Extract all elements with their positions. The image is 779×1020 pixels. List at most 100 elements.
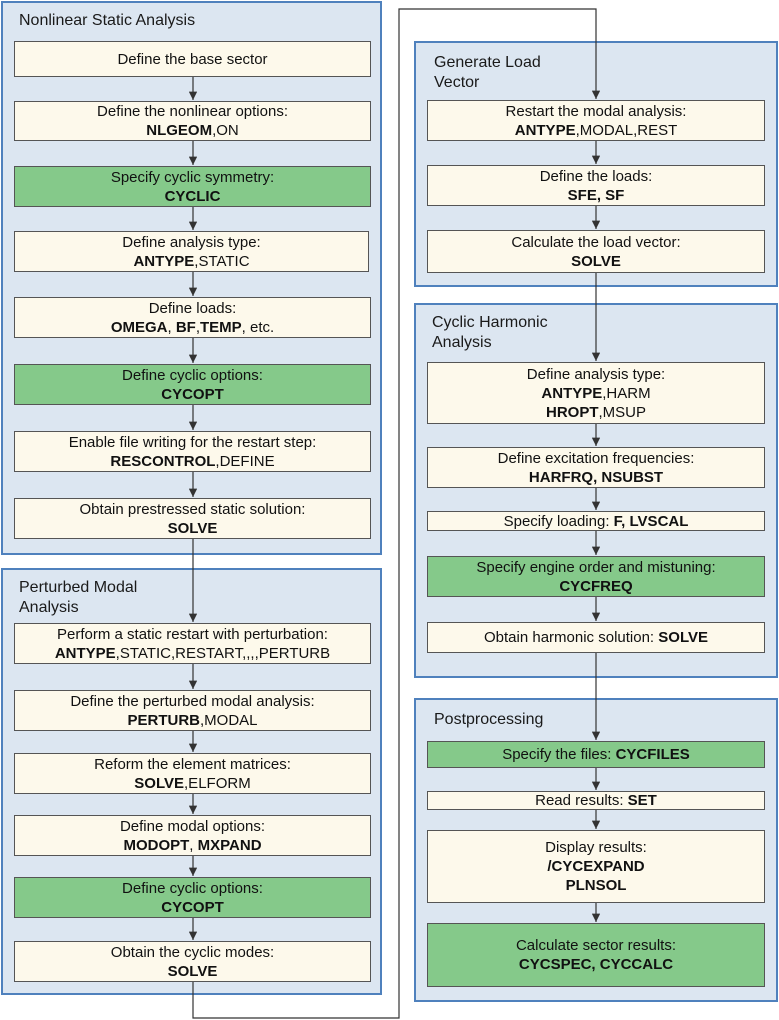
command-name: SET xyxy=(627,792,657,809)
step-label: Calculate the load vector: xyxy=(511,233,681,251)
step-label: Define excitation frequencies: xyxy=(497,449,695,467)
step-label: Define the perturbed modal analysis: xyxy=(70,692,315,710)
group-title: Generate Load Vector xyxy=(434,54,541,91)
step-calculate-load-vector: Calculate the load vector: SOLVE xyxy=(427,230,765,273)
command-name: /CYCEXPAND xyxy=(547,858,645,875)
step-define-nonlinear-options: Define the nonlinear options: NLGEOM,ON xyxy=(14,101,371,141)
command-args: ,STATIC xyxy=(194,252,250,270)
step-label: Obtain harmonic solution: xyxy=(484,629,659,646)
crossover-connector xyxy=(192,8,601,1019)
step-label: Enable file writing for the restart step… xyxy=(68,433,317,451)
command-name: HROPT xyxy=(545,403,599,421)
command-name: TEMP xyxy=(200,318,242,336)
command-name: SFE, SF xyxy=(567,186,625,204)
command-args: ,ON xyxy=(212,122,239,139)
step-define-modal-options: Define modal options: MODOPT, MXPAND xyxy=(14,815,371,856)
group-title: Nonlinear Static Analysis xyxy=(19,12,196,29)
step-label: Define loads: xyxy=(148,299,237,317)
command-name: ANTYPE xyxy=(54,644,116,662)
command-name: MODOPT xyxy=(123,836,190,854)
step-enable-file-writing: Enable file writing for the restart step… xyxy=(14,431,371,472)
step-label: Specify engine order and mistuning: xyxy=(476,558,716,576)
command-name: SOLVE xyxy=(167,962,218,980)
step-specify-loading: Specify loading: F, LVSCAL xyxy=(427,511,765,531)
step-label: Specify loading: xyxy=(503,512,614,530)
step-label: Define the base sector xyxy=(117,50,268,68)
command-name: OMEGA xyxy=(110,318,168,336)
command-name: MXPAND xyxy=(197,836,262,854)
command-name: NLGEOM xyxy=(146,122,213,139)
command-name: CYCOPT xyxy=(161,385,224,403)
separator: , xyxy=(189,836,198,854)
command-name: SOLVE xyxy=(571,252,621,270)
step-specify-cyclic-symmetry: Specify cyclic symmetry: CYCLIC xyxy=(14,166,371,207)
command-name: PLNSOL xyxy=(565,877,627,894)
command-name: ANTYPE xyxy=(541,384,603,402)
step-obtain-static-solution: Obtain prestressed static solution: SOLV… xyxy=(14,498,371,539)
step-define-analysis-type-harm: Define analysis type: ANTYPE,HARM HROPT,… xyxy=(427,362,765,424)
step-label: Read results: xyxy=(535,792,628,809)
command-name: CYCOPT xyxy=(161,898,224,916)
command-args: ,MODAL xyxy=(200,711,258,729)
command-args: ,STATIC,RESTART,,,,PERTURB xyxy=(115,644,331,662)
separator: , xyxy=(195,318,200,336)
step-define-perturbed-modal: Define the perturbed modal analysis: PER… xyxy=(14,690,371,731)
step-define-loads: Define loads: OMEGA, BF,TEMP, etc. xyxy=(14,297,371,338)
command-name: HARFRQ, NSUBST xyxy=(528,468,664,486)
step-label: Define cyclic options: xyxy=(122,879,263,897)
command-name: ANTYPE xyxy=(133,252,195,270)
step-obtain-cyclic-modes: Obtain the cyclic modes: SOLVE xyxy=(14,941,371,982)
step-label: Define the nonlinear options: xyxy=(97,103,288,120)
command-args: ,HARM xyxy=(602,384,651,402)
step-read-results: Read results: SET xyxy=(427,791,765,810)
step-label: Obtain the cyclic modes: xyxy=(110,943,275,961)
step-obtain-harmonic-solution: Obtain harmonic solution: SOLVE xyxy=(427,622,765,653)
step-label: Calculate sector results: xyxy=(515,937,677,954)
step-label: Define the loads: xyxy=(539,167,653,185)
step-label: Perform a static restart with perturbati… xyxy=(57,625,328,643)
command-name: RESCONTROL xyxy=(110,452,216,470)
group-title: Postprocessing xyxy=(434,711,544,728)
step-specify-engine-order: Specify engine order and mistuning: CYCF… xyxy=(427,556,765,597)
step-label: Define analysis type: xyxy=(526,365,666,383)
step-label: Display results: xyxy=(545,839,647,856)
step-label: Reform the element matrices: xyxy=(94,755,291,773)
step-reform-element-matrices: Reform the element matrices: SOLVE,ELFOR… xyxy=(14,753,371,794)
command-args: ,MSUP xyxy=(598,403,646,421)
step-define-the-loads: Define the loads: SFE, SF xyxy=(427,165,765,206)
command-name: SOLVE xyxy=(167,519,218,537)
step-define-analysis-type-static: Define analysis type: ANTYPE,STATIC xyxy=(14,231,369,272)
command-args: ,MODAL,REST xyxy=(575,121,678,139)
command-name: CYCFREQ xyxy=(559,577,633,595)
command-name: SOLVE xyxy=(658,629,708,646)
group-title: Perturbed Modal Analysis xyxy=(19,579,138,616)
command-name: ANTYPE xyxy=(514,121,576,139)
separator: , xyxy=(167,318,176,336)
command-name: CYCLIC xyxy=(164,187,221,205)
step-label: Define analysis type: xyxy=(122,233,261,251)
command-name: PERTURB xyxy=(127,711,200,729)
step-specify-files: Specify the files: CYCFILES xyxy=(427,741,765,768)
step-display-results: Display results: /CYCEXPAND PLNSOL xyxy=(427,830,765,903)
step-define-excitation-frequencies: Define excitation frequencies: HARFRQ, N… xyxy=(427,447,765,488)
step-label: Define modal options: xyxy=(119,817,266,835)
group-title: Cyclic Harmonic Analysis xyxy=(432,314,548,351)
command-name: SOLVE xyxy=(134,774,185,792)
step-define-cyclic-options-2: Define cyclic options: CYCOPT xyxy=(14,877,371,918)
step-label: Specify the files: xyxy=(502,746,616,763)
step-define-base-sector: Define the base sector xyxy=(14,41,371,77)
step-restart-modal-analysis: Restart the modal analysis: ANTYPE,MODAL… xyxy=(427,100,765,141)
step-label: Define cyclic options: xyxy=(122,366,263,384)
step-label: Obtain prestressed static solution: xyxy=(79,500,306,518)
command-args: ,DEFINE xyxy=(215,452,275,470)
step-static-restart-perturbation: Perform a static restart with perturbati… xyxy=(14,623,371,664)
command-args: ,ELFORM xyxy=(184,774,251,792)
command-name: BF xyxy=(175,318,196,336)
step-define-cyclic-options: Define cyclic options: CYCOPT xyxy=(14,364,371,405)
separator: , etc. xyxy=(241,318,275,336)
command-name: CYCFILES xyxy=(615,746,690,763)
step-calculate-sector-results: Calculate sector results: CYCSPEC, CYCCA… xyxy=(427,923,765,987)
step-label: Specify cyclic symmetry: xyxy=(110,168,275,186)
step-label: Restart the modal analysis: xyxy=(505,102,687,120)
